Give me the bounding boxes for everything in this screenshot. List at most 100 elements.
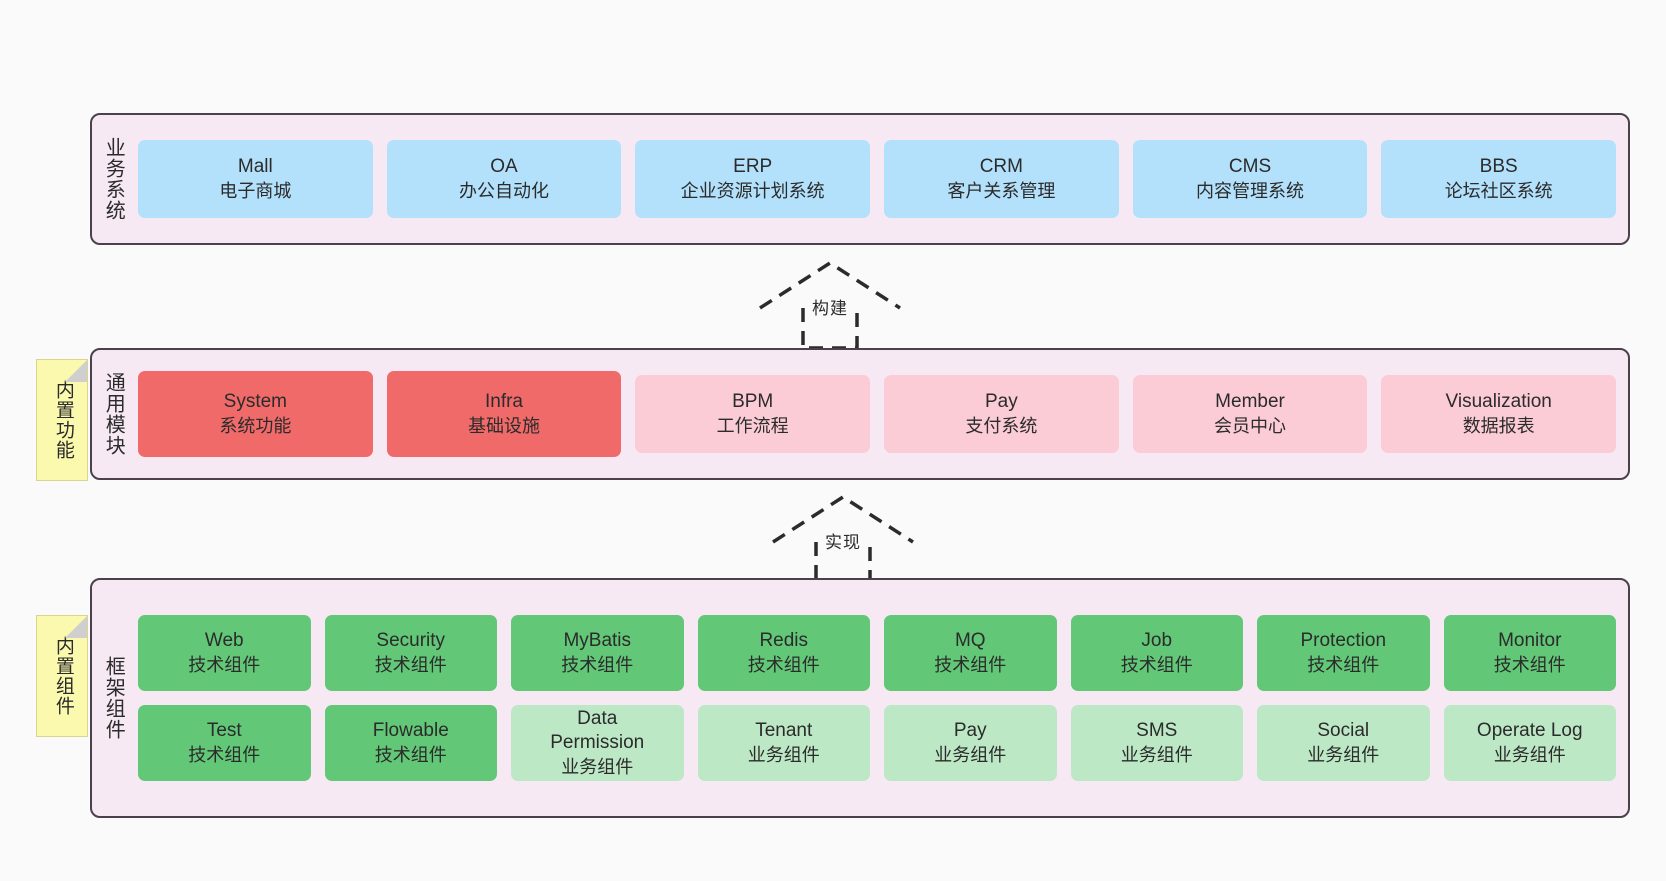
note-builtin-component-label: 内置组件: [52, 636, 74, 716]
box-bpm[interactable]: BPM 工作流程: [635, 375, 871, 453]
box-title-cn: 技术组件: [934, 654, 1007, 675]
box-title-en: Member: [1215, 390, 1285, 412]
box-title-en: Data Permission: [550, 707, 645, 754]
layer-title-business-system: 业务系统: [102, 137, 125, 221]
connector-build-label: 构建: [812, 299, 848, 318]
framework-row-business: Test 技术组件 Flowable 技术组件 Data Permission …: [138, 705, 1616, 781]
box-crm[interactable]: CRM 客户关系管理: [884, 140, 1119, 218]
box-security[interactable]: Security 技术组件: [324, 615, 497, 691]
box-bbs[interactable]: BBS 论坛社区系统: [1381, 140, 1617, 218]
box-title-cn: 业务组件: [934, 744, 1007, 765]
box-flowable[interactable]: Flowable 技术组件: [324, 705, 497, 781]
box-title-cn: 办公自动化: [459, 180, 549, 201]
box-pay-component[interactable]: Pay 业务组件: [884, 705, 1057, 781]
box-title-cn: 业务组件: [1307, 744, 1380, 765]
box-title-cn: 技术组件: [374, 744, 447, 765]
box-title-cn: 技术组件: [561, 654, 634, 675]
box-title-en: Job: [1141, 629, 1173, 651]
box-member[interactable]: Member 会员中心: [1132, 375, 1368, 453]
note-builtin-function[interactable]: 内置功能: [36, 359, 88, 481]
box-title-en: Social: [1317, 719, 1370, 741]
box-title-cn: 内容管理系统: [1196, 180, 1305, 201]
box-title-cn: 技术组件: [1307, 654, 1380, 675]
box-title-en: Flowable: [372, 719, 449, 741]
box-title-cn: 系统功能: [219, 415, 292, 436]
box-mybatis[interactable]: MyBatis 技术组件: [511, 615, 684, 691]
box-title-en: Test: [206, 719, 242, 741]
framework-row-technical: Web 技术组件 Security 技术组件 MyBatis 技术组件 Redi…: [138, 615, 1616, 691]
box-title-cn: 业务组件: [561, 757, 634, 777]
layer-common-module[interactable]: 通用模块 System 系统功能 Infra 基础设施 BPM 工作流程 Pay…: [90, 348, 1630, 480]
box-infra[interactable]: Infra 基础设施: [386, 371, 622, 457]
box-visualization[interactable]: Visualization 数据报表: [1381, 375, 1617, 453]
box-title-en: System: [223, 390, 288, 412]
note-builtin-function-label: 内置功能: [52, 380, 74, 460]
layer-business-system[interactable]: 业务系统 Mall 电子商城 OA 办公自动化 ERP 企业资源计划系统 CRM…: [90, 113, 1630, 245]
box-title-en: CRM: [979, 155, 1023, 177]
layer-title-framework-component: 框架组件: [102, 656, 125, 740]
layer-body-common-module: System 系统功能 Infra 基础设施 BPM 工作流程 Pay 支付系统…: [134, 350, 1628, 478]
box-cms[interactable]: CMS 内容管理系统: [1132, 140, 1368, 218]
box-title-en: Security: [376, 629, 446, 651]
box-title-cn: 支付系统: [965, 415, 1038, 436]
box-title-en: OA: [490, 155, 518, 177]
box-system[interactable]: System 系统功能: [138, 371, 373, 457]
box-protection[interactable]: Protection 技术组件: [1257, 615, 1430, 691]
box-sms[interactable]: SMS 业务组件: [1070, 705, 1243, 781]
box-title-en: CMS: [1228, 155, 1272, 177]
note-builtin-component[interactable]: 内置组件: [36, 615, 88, 737]
box-oa[interactable]: OA 办公自动化: [386, 140, 622, 218]
layer-body-framework-component: Web 技术组件 Security 技术组件 MyBatis 技术组件 Redi…: [134, 580, 1628, 816]
box-erp[interactable]: ERP 企业资源计划系统: [635, 140, 871, 218]
box-title-cn: 业务组件: [747, 744, 820, 765]
connector-implement: 实现: [768, 492, 918, 584]
box-title-en: Infra: [484, 390, 524, 412]
box-title-en: SMS: [1136, 719, 1178, 741]
box-pay-module[interactable]: Pay 支付系统: [884, 375, 1119, 453]
box-job[interactable]: Job 技术组件: [1070, 615, 1243, 691]
box-monitor[interactable]: Monitor 技术组件: [1443, 615, 1616, 691]
box-mq[interactable]: MQ 技术组件: [884, 615, 1057, 691]
box-title-en: BPM: [732, 390, 774, 412]
box-title-cn: 数据报表: [1462, 415, 1535, 436]
box-title-en: MyBatis: [563, 629, 632, 651]
box-operate-log[interactable]: Operate Log 业务组件: [1443, 705, 1616, 781]
box-tenant[interactable]: Tenant 业务组件: [697, 705, 870, 781]
layer-title-common-module: 通用模块: [102, 372, 125, 456]
box-title-cn: 技术组件: [188, 744, 261, 765]
layer-framework-component[interactable]: 框架组件 Web 技术组件 Security 技术组件 MyBatis 技术组件…: [90, 578, 1630, 818]
box-test[interactable]: Test 技术组件: [138, 705, 311, 781]
box-title-en: Redis: [759, 629, 809, 651]
box-data-permission[interactable]: Data Permission 业务组件: [511, 705, 684, 781]
box-title-cn: 客户关系管理: [947, 180, 1056, 201]
box-redis[interactable]: Redis 技术组件: [697, 615, 870, 691]
box-title-cn: 企业资源计划系统: [680, 180, 825, 201]
box-title-en: ERP: [733, 155, 773, 177]
box-title-en: MQ: [954, 629, 986, 651]
box-title-en: Web: [204, 629, 244, 651]
box-title-en: Tenant: [755, 719, 813, 741]
box-title-en: Pay: [984, 390, 1018, 412]
box-title-cn: 技术组件: [1493, 654, 1566, 675]
box-title-cn: 业务组件: [1493, 744, 1566, 765]
box-title-en: Mall: [237, 155, 273, 177]
box-web[interactable]: Web 技术组件: [138, 615, 311, 691]
box-title-cn: 技术组件: [374, 654, 447, 675]
box-title-cn: 技术组件: [1120, 654, 1193, 675]
implement-arrow-icon: [772, 494, 914, 584]
box-title-cn: 技术组件: [747, 654, 820, 675]
box-mall[interactable]: Mall 电子商城: [138, 140, 373, 218]
box-title-en: Pay: [953, 719, 987, 741]
box-title-cn: 论坛社区系统: [1444, 180, 1553, 201]
box-title-cn: 电子商城: [219, 180, 292, 201]
build-arrow-icon: [759, 260, 901, 350]
box-social[interactable]: Social 业务组件: [1257, 705, 1430, 781]
connector-implement-label: 实现: [825, 533, 861, 552]
box-title-cn: 技术组件: [188, 654, 261, 675]
box-title-en: Protection: [1300, 629, 1387, 651]
box-title-en: Monitor: [1498, 629, 1562, 651]
box-title-cn: 基础设施: [468, 415, 540, 436]
box-title-cn: 业务组件: [1120, 744, 1193, 765]
box-title-en: Operate Log: [1476, 719, 1583, 741]
